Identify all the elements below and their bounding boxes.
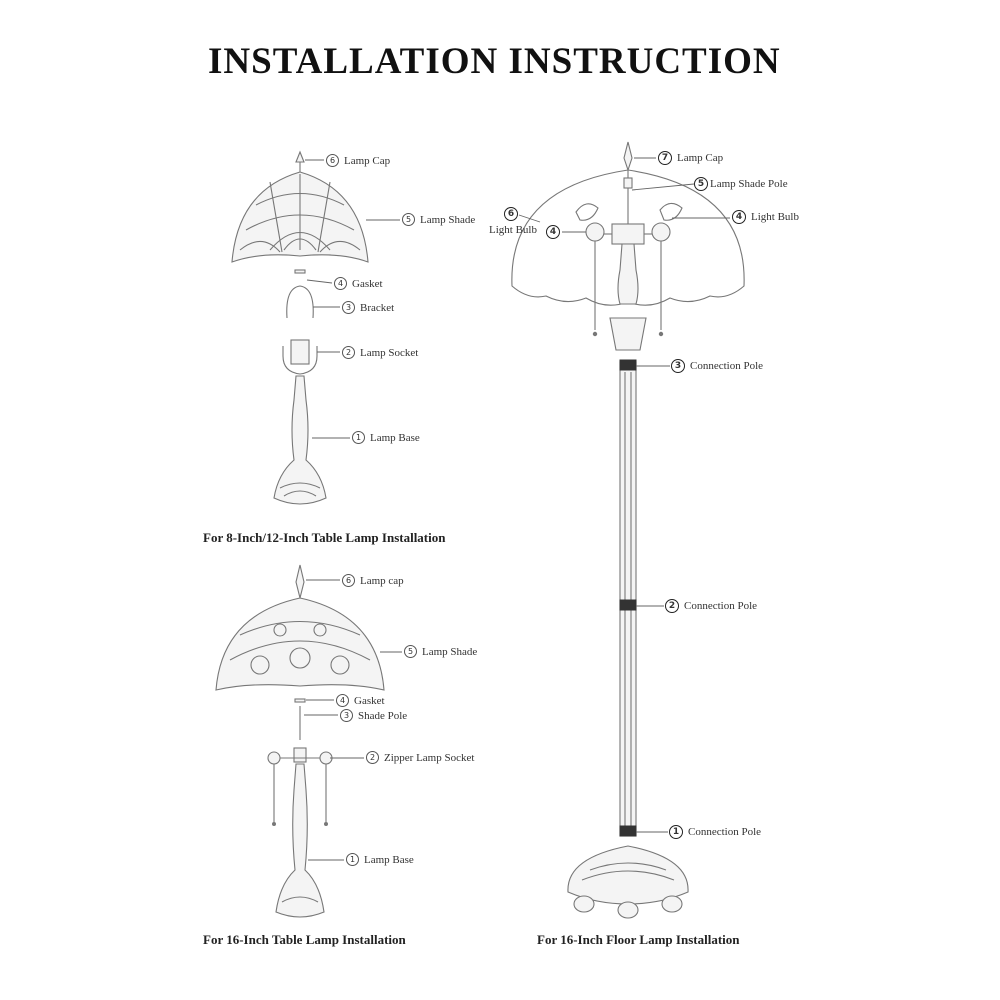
part-name: Lamp Cap	[677, 152, 724, 164]
part-label-floor-1: 1 Connection Pole	[669, 825, 761, 839]
table-small-bracket-drawing	[286, 285, 314, 319]
part-name: Connection Pole	[684, 600, 758, 612]
part-number-badge: 7	[658, 151, 672, 165]
part-name: Bracket	[360, 301, 395, 314]
table-small-drawing	[231, 150, 369, 505]
part-name: Lamp Socket	[360, 346, 419, 359]
part-number-badge: 4	[732, 210, 746, 224]
part-label-table-small-6: 6 Lamp Cap	[326, 154, 390, 167]
part-number-badge: 3	[340, 709, 353, 722]
part-number-badge: 4	[336, 694, 349, 707]
part-name: Light Bulb	[751, 211, 799, 223]
floor-joint-3-drawing	[619, 359, 637, 371]
floor-bulb-right-drawing	[659, 202, 683, 221]
table-16-cap-drawing	[295, 564, 305, 599]
part-name: Lamp Base	[364, 853, 414, 866]
part-label-floor-4-right: 4 Light Bulb	[732, 210, 799, 224]
part-label-table-small-3: 3 Bracket	[342, 301, 394, 314]
floor-cap-drawing	[623, 141, 633, 172]
table-16-socket-drawing	[293, 747, 307, 763]
part-name: Lamp Base	[370, 431, 420, 444]
part-label-floor-4-left: 4	[546, 225, 565, 239]
part-label-table-small-2: 2 Lamp Socket	[342, 346, 418, 359]
table-16-drawing	[215, 564, 385, 918]
table-small-gasket-drawing	[294, 269, 306, 274]
floor-holder-drawing	[609, 317, 647, 351]
part-number-badge: 2	[342, 346, 355, 359]
caption-table-small: For 8-Inch/12-Inch Table Lamp Installati…	[203, 530, 446, 545]
table-16-shade-drawing	[215, 597, 385, 691]
part-label-table-16-1: 1 Lamp Base	[346, 853, 414, 866]
part-name: Zipper Lamp Socket	[384, 751, 475, 764]
caption-floor-16: For 16-Inch Floor Lamp Installation	[537, 932, 740, 947]
table-small-base-drawing	[273, 375, 327, 505]
floor-joint-2-drawing	[619, 599, 637, 611]
part-label-table-16-5: 5 Lamp Shade	[404, 645, 477, 658]
table-small-socket-drawing	[290, 339, 310, 365]
part-number-badge: 1	[346, 853, 359, 866]
part-number-badge: 6	[326, 154, 339, 167]
part-label-table-16-4: 4 Gasket	[336, 694, 385, 707]
part-number-badge: 4	[546, 225, 560, 239]
page-title: INSTALLATION INSTRUCTION	[208, 41, 781, 82]
part-number-badge: 6	[504, 207, 518, 221]
part-number-badge: 4	[334, 277, 347, 290]
floor-joint-1-drawing	[619, 825, 637, 837]
part-name: Lamp cap	[360, 574, 404, 587]
part-label-floor-3: 3 Connection Pole	[671, 359, 763, 373]
part-name: Gasket	[354, 694, 385, 707]
part-number-badge: 2	[366, 751, 379, 764]
part-name: Connection Pole	[688, 826, 762, 838]
part-number-badge: 2	[665, 599, 679, 613]
floor-16-drawing	[511, 141, 745, 919]
floor-base-drawing	[567, 845, 689, 905]
part-number-badge: 5	[404, 645, 417, 658]
table-small-cap-drawing	[295, 150, 305, 163]
part-label-table-small-5: 5 Lamp Shade	[402, 213, 475, 226]
part-name: Lamp Shade	[422, 645, 478, 658]
part-number-badge: 5	[402, 213, 415, 226]
caption-table-16: For 16-Inch Table Lamp Installation	[203, 932, 406, 947]
part-name: Gasket	[352, 277, 383, 290]
part-number-badge: 6	[342, 574, 355, 587]
part-label-floor-7: 7 Lamp Cap	[658, 151, 723, 165]
part-number-badge: 1	[669, 825, 683, 839]
part-name: Light Bulb	[489, 224, 537, 236]
part-label-floor-6-name: Light Bulb	[489, 224, 537, 236]
floor-shade-drawing	[511, 169, 745, 306]
floor-bulb-left-drawing	[575, 203, 599, 221]
part-number-badge: 3	[342, 301, 355, 314]
part-name: Lamp Shade	[420, 213, 476, 226]
table-16-gasket-drawing	[294, 698, 306, 703]
part-label-table-16-3: 3 Shade Pole	[340, 709, 407, 722]
part-label-floor-5: 5 Lamp Shade Pole	[694, 177, 788, 191]
floor-pole-drawing	[619, 361, 637, 837]
leader-lines	[304, 157, 730, 861]
part-name: Lamp Shade Pole	[710, 178, 788, 190]
part-number-badge: 3	[671, 359, 685, 373]
part-name: Lamp Cap	[344, 154, 391, 167]
part-label-table-16-2: 2 Zipper Lamp Socket	[366, 751, 474, 764]
part-number-badge: 5	[694, 177, 708, 191]
part-number-badge: 1	[352, 431, 365, 444]
table-16-base-drawing	[275, 763, 325, 918]
part-name: Shade Pole	[358, 709, 408, 722]
part-label-floor-2: 2 Connection Pole	[665, 599, 757, 613]
part-name: Connection Pole	[690, 360, 764, 372]
part-label-table-small-1: 1 Lamp Base	[352, 431, 420, 444]
part-label-floor-6-number: 6	[504, 207, 523, 221]
part-label-table-16-6: 6 Lamp cap	[342, 574, 404, 587]
part-label-table-small-4: 4 Gasket	[334, 277, 383, 290]
